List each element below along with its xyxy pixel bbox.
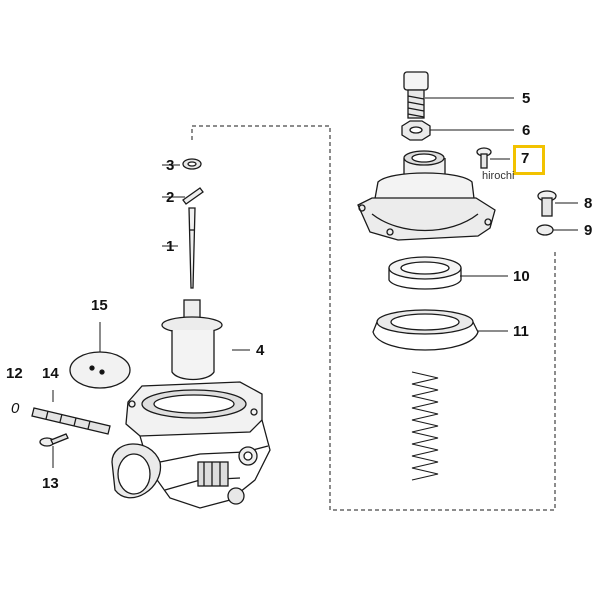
callout-5: 5 — [522, 90, 531, 107]
callout-8: 8 — [584, 195, 593, 212]
callout-9: 9 — [584, 222, 593, 239]
part-9-washer — [536, 224, 554, 236]
callout-7: 7 — [521, 150, 530, 167]
part-14-rod — [31, 407, 111, 435]
callout-3: 3 — [166, 157, 175, 174]
part-5-screw — [403, 71, 429, 119]
part-11-diaphragm — [372, 309, 479, 351]
part-1-needle — [188, 207, 196, 289]
part-6-nut — [401, 120, 431, 141]
callout-2: 2 — [166, 189, 175, 206]
part-7-screw — [476, 147, 492, 169]
highlight-box — [513, 145, 545, 175]
part-2-clip — [182, 187, 204, 205]
callout-11: 11 — [513, 323, 529, 340]
callout-1: 1 — [166, 238, 175, 255]
carb-body — [111, 381, 271, 509]
spring — [411, 371, 439, 481]
callout-13: 13 — [42, 475, 59, 492]
watermark: hirochi — [482, 170, 515, 182]
leader-lines — [52, 97, 578, 468]
part-8-screw — [537, 190, 557, 217]
callout-6: 6 — [522, 122, 531, 139]
part-15-plate — [69, 351, 131, 389]
callout-4: 4 — [256, 342, 265, 359]
part-4-slide — [161, 299, 223, 381]
carb-cover — [357, 150, 496, 241]
callout-14: 14 — [42, 365, 59, 382]
callout-10: 10 — [513, 268, 530, 285]
part-10-ring — [388, 256, 462, 290]
part-13-screw — [39, 433, 69, 447]
assembly-dashed-line — [191, 125, 556, 511]
callout-12-sub: 0 — [11, 400, 20, 417]
callout-12: 12 — [6, 365, 23, 382]
part-3-washer — [182, 158, 202, 170]
callout-15: 15 — [91, 297, 108, 314]
